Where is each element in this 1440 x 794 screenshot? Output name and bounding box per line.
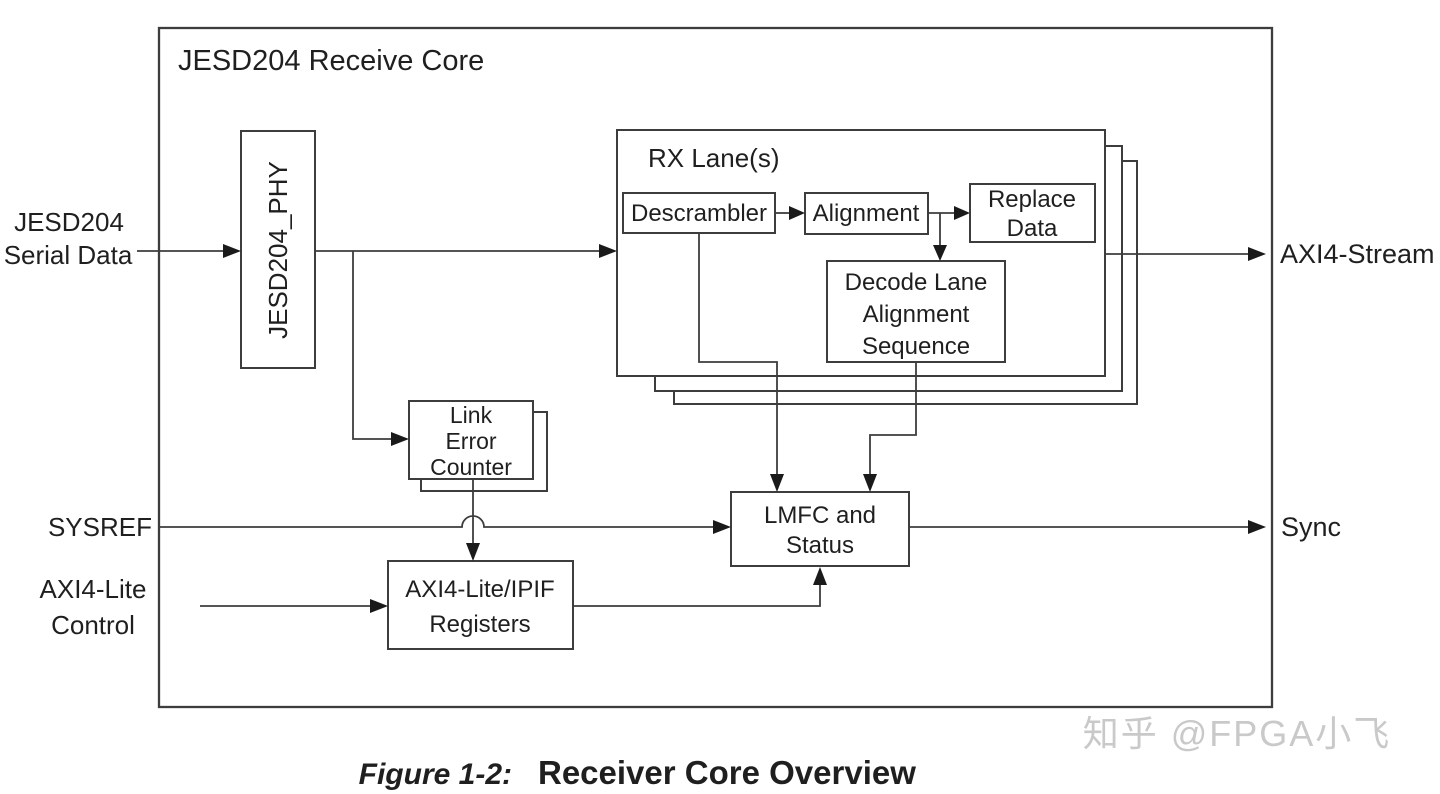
- link-error-counter-label-line2: Error: [445, 428, 496, 454]
- descrambler-box: [622, 192, 776, 234]
- rx-lane-title: RX Lane(s): [648, 143, 780, 173]
- axi4-lite-port-label-line2: Control: [51, 610, 135, 640]
- figure-caption-text: Receiver Core Overview: [538, 754, 916, 791]
- decode-to-lmfc-arrowhead: [863, 474, 877, 492]
- descrambler-label: Descrambler: [631, 200, 767, 227]
- registers-label-line2: Registers: [429, 611, 530, 638]
- axi4-stream-arrowhead: [1248, 247, 1266, 261]
- alignment-to-replace-arrowhead: [954, 206, 970, 220]
- watermark-text: 知乎 @FPGA小飞: [1083, 713, 1392, 754]
- sysref-wire: [159, 515, 714, 528]
- registers-to-lmfc-arrowhead: [813, 567, 827, 585]
- registers-to-lmfc-wire: [573, 585, 821, 607]
- link-error-counter-box: [408, 400, 534, 480]
- sync-port-label: Sync: [1281, 512, 1341, 542]
- decode-lane-box: [826, 260, 1006, 363]
- jesd204-phy-label: JESD204_PHY: [263, 161, 293, 339]
- serial-data-port-label-line1: JESD204: [14, 207, 124, 237]
- decode-lane-label-line2: Alignment: [863, 301, 970, 328]
- serial-data-port-label-line2: Serial Data: [4, 240, 133, 270]
- receive-core-boundary-box: [157, 26, 1274, 709]
- registers-label-line1: AXI4-Lite/IPIF: [405, 576, 554, 603]
- replace-data-label-line1: Replace: [988, 186, 1076, 213]
- jesd204-phy-box: [240, 130, 316, 369]
- alignment-label: Alignment: [813, 200, 920, 227]
- sync-arrowhead: [1248, 520, 1266, 534]
- link-error-counter-label-line3: Counter: [430, 454, 512, 480]
- phy-branch-to-link-error-wire: [352, 251, 392, 440]
- lmfc-status-label-line2: Status: [786, 532, 854, 559]
- phy-to-rxlane-arrowhead: [599, 244, 617, 258]
- figure-number-label: Figure 1-2:: [359, 758, 512, 791]
- descrambler-to-lmfc-wire: [698, 233, 778, 475]
- branch-to-link-error-arrowhead: [391, 432, 409, 446]
- axi4-lite-to-registers-arrowhead: [370, 599, 388, 613]
- decode-to-lmfc-wire: [869, 362, 917, 475]
- decode-lane-label-line1: Decode Lane: [845, 269, 988, 296]
- axi4-lite-ipif-registers-box: [387, 560, 574, 650]
- descrambler-to-lmfc-arrowhead: [770, 474, 784, 492]
- serial-data-arrowhead: [223, 244, 241, 258]
- axi4-stream-port-label: AXI4-Stream: [1280, 239, 1435, 269]
- sysref-port-label: SYSREF: [48, 512, 152, 542]
- diagram-title: JESD204 Receive Core: [178, 45, 484, 77]
- replace-data-box: [969, 183, 1096, 243]
- link-error-to-registers-arrowhead: [466, 543, 480, 561]
- axi4-lite-port-label-line1: AXI4-Lite: [40, 574, 147, 604]
- decode-lane-label-line3: Sequence: [862, 333, 970, 360]
- lmfc-status-box: [730, 491, 910, 567]
- alignment-to-decode-arrowhead: [933, 245, 947, 261]
- alignment-box: [804, 192, 929, 235]
- lmfc-status-label-line1: LMFC and: [764, 502, 876, 529]
- link-error-counter-label-line1: Link: [450, 402, 493, 428]
- descrambler-to-alignment-arrowhead: [789, 206, 805, 220]
- replace-data-label-line2: Data: [1007, 215, 1058, 242]
- sysref-to-lmfc-arrowhead: [713, 520, 731, 534]
